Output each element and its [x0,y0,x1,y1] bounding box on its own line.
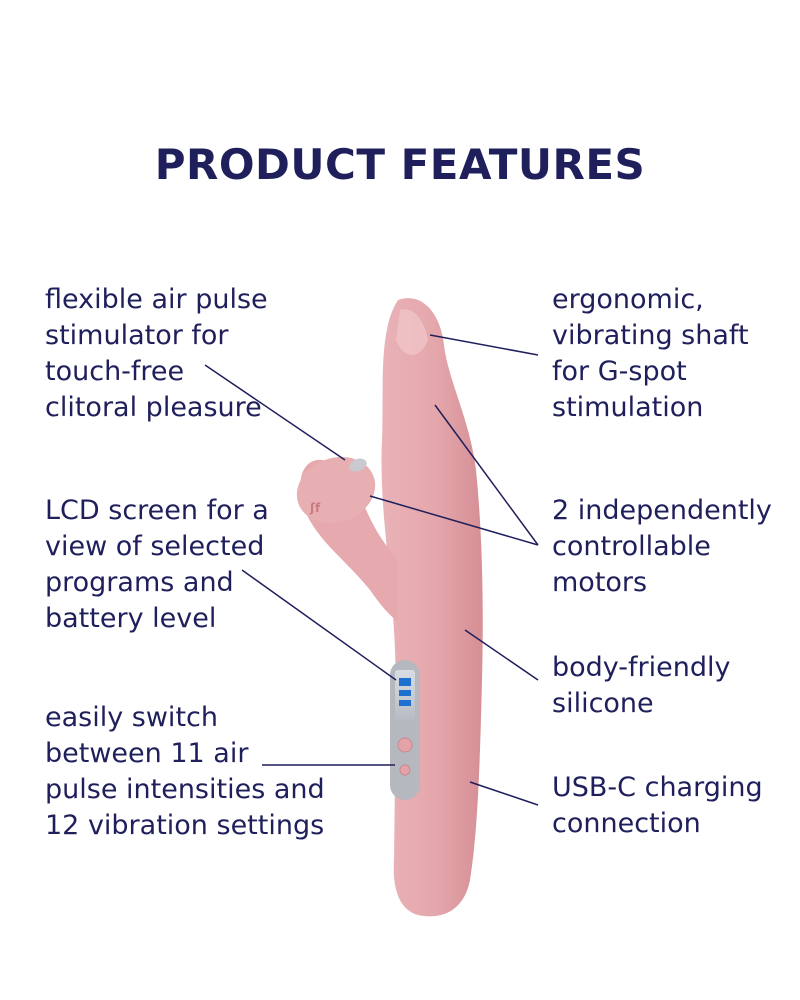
feature-switch-settings: easily switch between 11 air pulse inten… [45,700,325,844]
feature-line: for G-spot [552,356,687,387]
leader-line [204,364,346,461]
feature-line: body-friendly [552,652,731,683]
air-pulse-head [296,456,376,524]
leader-line [429,334,539,356]
feature-line: programs and [45,567,234,598]
leader-line [241,569,397,681]
feature-air-pulse: flexible air pulse stimulator for touch-… [45,282,268,426]
feature-line: battery level [45,603,217,634]
feature-line: between 11 air [45,738,249,769]
feature-motors: 2 independently controllable motors [552,493,772,601]
feature-line: 2 independently [552,495,772,526]
feature-line: vibrating shaft [552,320,749,351]
leader-lines [204,334,539,806]
leader-line [464,629,539,681]
feature-line: 12 vibration settings [45,810,325,841]
feature-line: controllable [552,531,711,562]
feature-shaft: ergonomic, vibrating shaft for G-spot st… [552,282,749,426]
leader-line [434,404,539,546]
feature-line: easily switch [45,702,218,733]
lcd-display [399,690,411,696]
shaft-highlight [396,309,428,355]
pulse-button-icon [397,737,413,753]
feature-silicone: body-friendly silicone [552,650,731,722]
feature-line: flexible air pulse [45,284,268,315]
lcd-display [399,678,411,686]
feature-line: clitoral pleasure [45,392,262,423]
feature-lcd-screen: LCD screen for a view of selected progra… [45,493,269,637]
feature-line: connection [552,808,701,839]
leader-line [369,495,539,546]
feature-usb-charging: USB-C charging connection [552,770,763,842]
feature-line: view of selected [45,531,265,562]
feature-line: USB-C charging [552,772,763,803]
feature-line: pulse intensities and [45,774,325,805]
feature-line: touch-free [45,356,185,387]
feature-line: stimulation [552,392,704,423]
feature-line: stimulator for [45,320,229,351]
air-pulse-opening [349,458,367,472]
satisfyer-logo-icon: ʃf [309,501,321,515]
feature-line: ergonomic, [552,284,704,315]
lcd-display [399,700,411,706]
feature-line: silicone [552,688,654,719]
page-title: PRODUCT FEATURES [154,140,646,189]
feature-line: LCD screen for a [45,495,269,526]
leader-line [469,781,539,806]
feature-line: motors [552,567,648,598]
mode-button-icon [399,764,411,776]
